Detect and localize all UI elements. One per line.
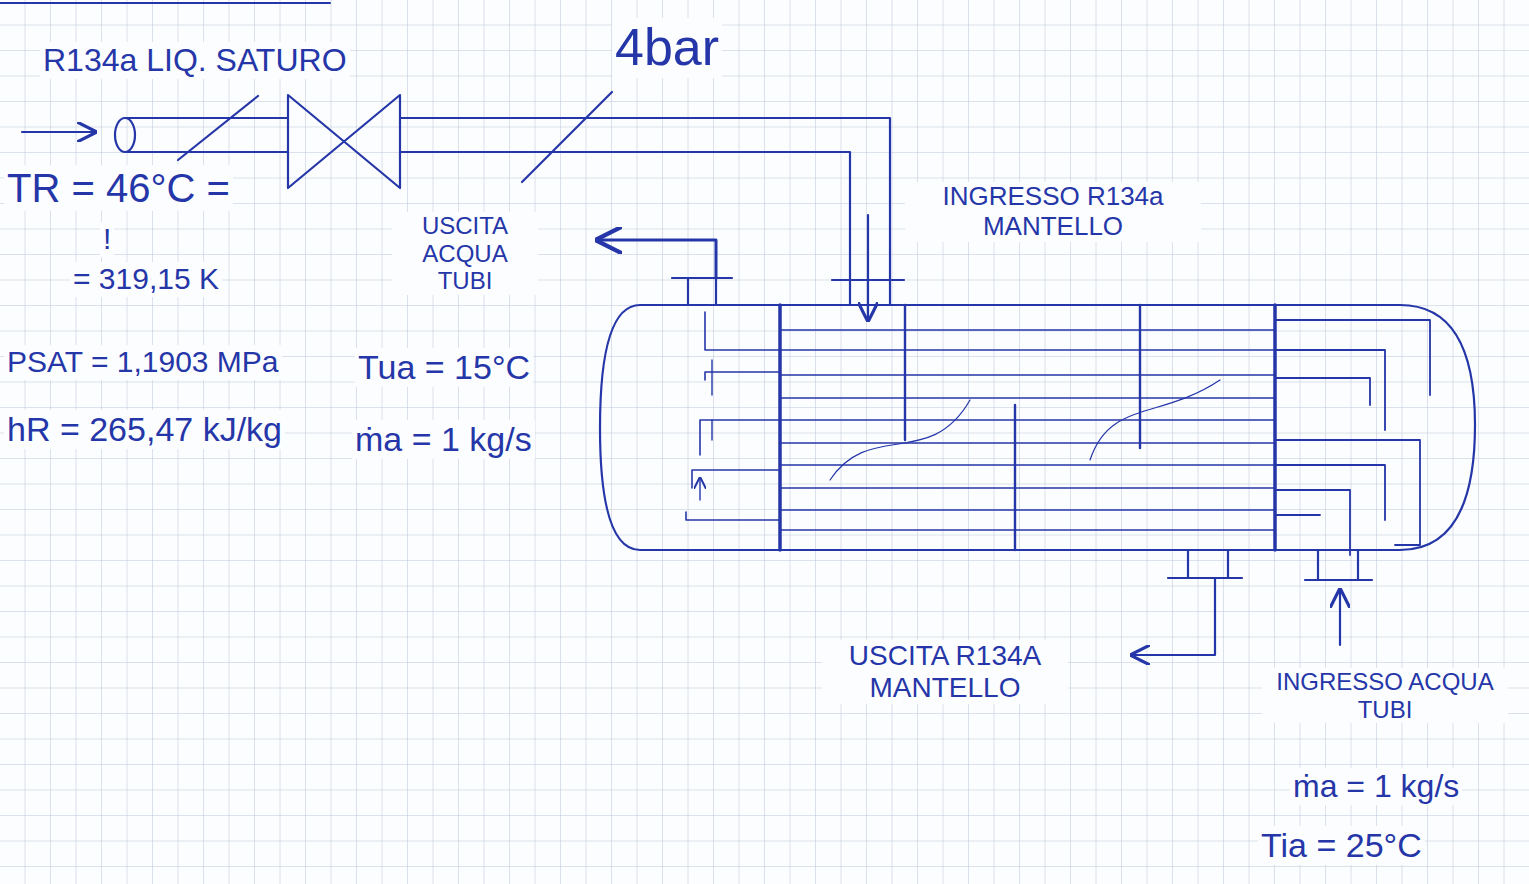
temperature-kelvin: = 319,15 K bbox=[70, 262, 222, 297]
water-inlet-flow: ṁa = 1 kg/s bbox=[1290, 768, 1462, 805]
pipe-mark bbox=[178, 96, 258, 160]
water-outlet-arrow bbox=[598, 240, 716, 278]
refrigerant-outlet-label: USCITA R134A MANTELLO bbox=[822, 640, 1068, 704]
enthalpy-value: hR = 265,47 kJ/kg bbox=[4, 410, 285, 449]
top-rule bbox=[0, 2, 330, 4]
water-inlet-nozzle bbox=[1305, 550, 1372, 580]
pressure-label: 4bar bbox=[612, 18, 722, 78]
tube-sheet bbox=[780, 305, 1275, 550]
baffles bbox=[905, 305, 1140, 550]
tubes bbox=[780, 330, 1275, 530]
water-outlet-nozzle bbox=[672, 278, 732, 305]
water-outlet-label: USCITA ACQUA TUBI bbox=[392, 212, 538, 295]
inlet-pipe bbox=[125, 118, 288, 152]
water-inlet-arrow bbox=[1339, 590, 1341, 645]
refrigerant-inlet-nozzle bbox=[832, 280, 904, 305]
return-bends bbox=[1275, 320, 1430, 555]
water-outlet-flow: ṁa = 1 kg/s bbox=[352, 420, 535, 459]
fluid-label: R134a LIQ. SATURO bbox=[40, 42, 350, 79]
water-inlet-label: INGRESSO ACQUA TUBI bbox=[1262, 668, 1508, 723]
pressure-value: PSAT = 1,1903 MPa bbox=[4, 345, 282, 380]
shell bbox=[600, 305, 1475, 550]
shell-flow bbox=[830, 380, 1220, 480]
water-outlet-temperature: Tua = 15°C bbox=[355, 348, 533, 387]
tube-ends bbox=[686, 312, 780, 520]
water-inlet-temperature: Tia = 25°C bbox=[1258, 826, 1425, 865]
pressure-leader bbox=[522, 92, 612, 182]
refrigerant-outlet-nozzle bbox=[1168, 550, 1242, 578]
refrigerant-inlet-label: INGRESSO R134a MANTELLO bbox=[905, 182, 1201, 242]
refrigerant-outlet-arrow bbox=[1132, 578, 1215, 655]
note-mark: ! bbox=[100, 222, 114, 257]
tube-flow-arrows bbox=[700, 360, 712, 500]
inlet-arrow bbox=[22, 131, 95, 133]
temperature-value: TR = 46°C = bbox=[4, 165, 233, 211]
throttle-valve bbox=[288, 95, 400, 188]
pipe-end bbox=[115, 118, 135, 152]
